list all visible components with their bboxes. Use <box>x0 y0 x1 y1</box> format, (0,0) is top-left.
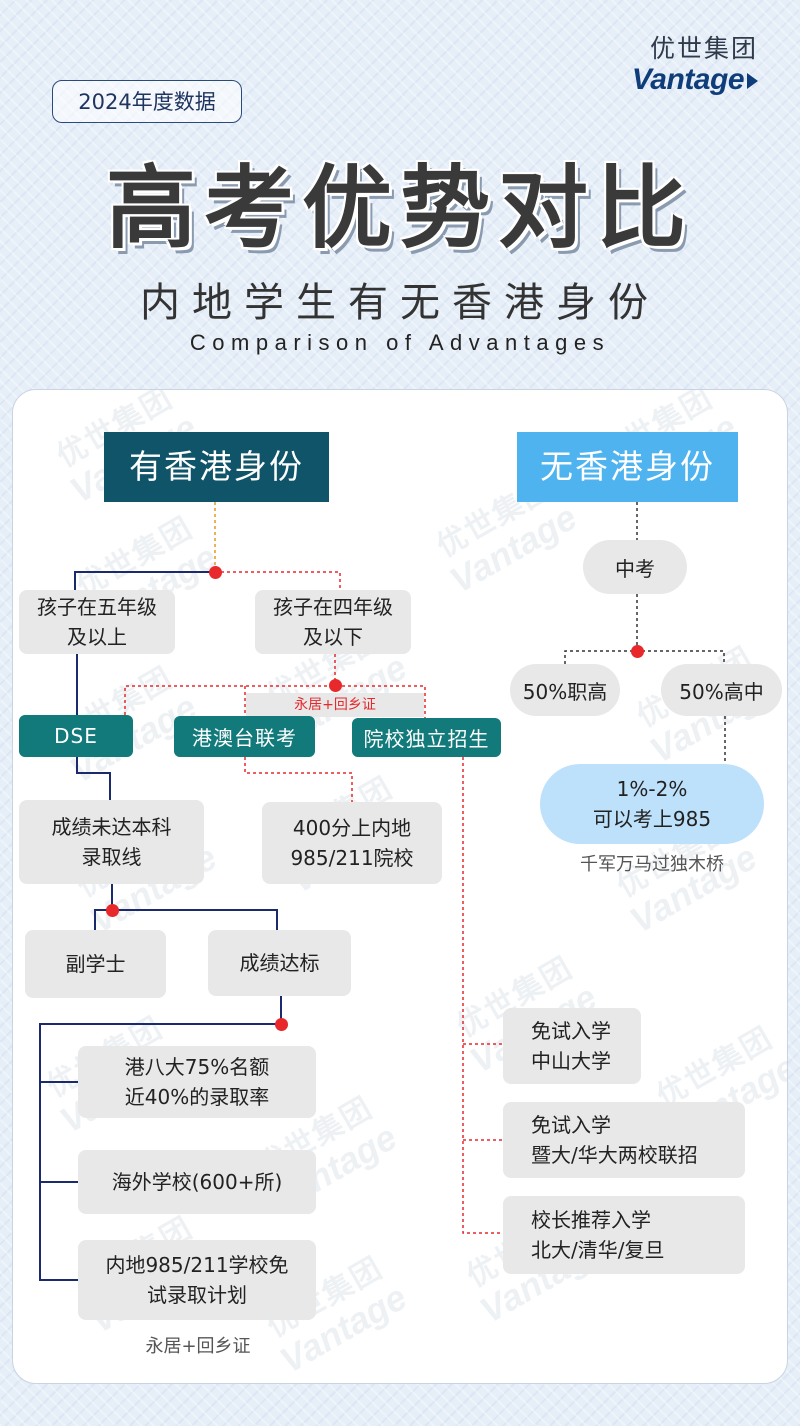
associate-degree-box: 副学士 <box>25 930 166 998</box>
page-title: 高考优势对比 <box>106 156 694 261</box>
jinan-line1: 免试入学 <box>531 1113 611 1137</box>
proverb-note: 千军万马过独木桥 <box>580 854 724 875</box>
sysu-box: 免试入学 中山大学 <box>503 1008 641 1084</box>
header-without-hk-id: 无香港身份 <box>517 432 738 502</box>
brand-name-en-text: Vantage <box>631 63 745 96</box>
grade5-box: 孩子在五年级 及以上 <box>19 590 175 654</box>
brand-name-en: Vantage <box>632 64 758 96</box>
independent-admission-node: 院校独立招生 <box>352 718 501 757</box>
grade5-line2: 及以上 <box>67 625 127 649</box>
dse-node: DSE <box>19 715 133 757</box>
score-below-line-box: 成绩未达本科 录取线 <box>19 800 204 884</box>
highschool-node: 50%高中 <box>661 664 782 716</box>
mainland-exempt-box: 内地985/211学校免 试录取计划 <box>78 1240 316 1320</box>
zhongkao-node: 中考 <box>583 540 687 594</box>
vocational-node: 50%职高 <box>510 664 620 716</box>
grade5-line1: 孩子在五年级 <box>37 595 157 619</box>
principal-line2: 北大/清华/复旦 <box>531 1238 665 1262</box>
grade4-line2: 及以下 <box>303 625 363 649</box>
overseas-box: 海外学校(600+所) <box>78 1150 316 1214</box>
sysu-line1: 免试入学 <box>531 1019 611 1043</box>
score400-line2: 985/211院校 <box>290 846 414 870</box>
hkmt-joint-exam-node: 港澳台联考 <box>174 716 315 757</box>
score-low-line2: 录取线 <box>81 845 142 869</box>
junction-dot <box>106 904 119 917</box>
rate-line1: 1%-2% <box>616 777 688 801</box>
score-400-box: 400分上内地 985/211院校 <box>262 802 442 884</box>
brand-name-cn: 优世集团 <box>649 34 758 63</box>
residency-tag: 永居+回乡证 <box>246 693 424 717</box>
score-low-line1: 成绩未达本科 <box>51 815 172 839</box>
hk8-box: 港八大75%名额 近40%的录取率 <box>78 1046 316 1118</box>
rate-line2: 可以考上985 <box>592 807 712 831</box>
mainland-exempt-line2: 试录取计划 <box>147 1283 247 1307</box>
score400-line1: 400分上内地 <box>292 816 412 840</box>
principal-line1: 校长推荐入学 <box>531 1208 651 1232</box>
header-with-hk-id: 有香港身份 <box>104 432 329 502</box>
page-subtitle-en: Comparison of Advantages <box>189 330 611 355</box>
jinan-line2: 暨大/华大两校联招 <box>531 1143 698 1167</box>
principal-recommend-box: 校长推荐入学 北大/清华/复旦 <box>503 1196 745 1274</box>
junction-dot <box>631 645 644 658</box>
jinan-huaqiao-box: 免试入学 暨大/华大两校联招 <box>503 1102 745 1178</box>
hk8-line1: 港八大75%名额 <box>124 1055 270 1079</box>
grade4-line1: 孩子在四年级 <box>273 595 393 619</box>
junction-dot <box>329 679 342 692</box>
grade4-box: 孩子在四年级 及以下 <box>255 590 411 654</box>
junction-dot <box>275 1018 288 1031</box>
brand-logo: 优世集团 Vantage <box>632 34 758 96</box>
score-meets-box: 成绩达标 <box>208 930 351 996</box>
sysu-line2: 中山大学 <box>531 1049 611 1073</box>
page-subtitle: 内地学生有无香港身份 <box>140 280 660 326</box>
play-arrow-icon <box>747 73 758 90</box>
junction-dot <box>209 566 222 579</box>
year-badge: 2024年度数据 <box>52 80 242 123</box>
rate-985-node: 1%-2% 可以考上985 <box>540 764 764 844</box>
residency-note: 永居+回乡证 <box>145 1336 251 1357</box>
hk8-line2: 近40%的录取率 <box>124 1085 270 1109</box>
mainland-exempt-line1: 内地985/211学校免 <box>105 1253 289 1277</box>
